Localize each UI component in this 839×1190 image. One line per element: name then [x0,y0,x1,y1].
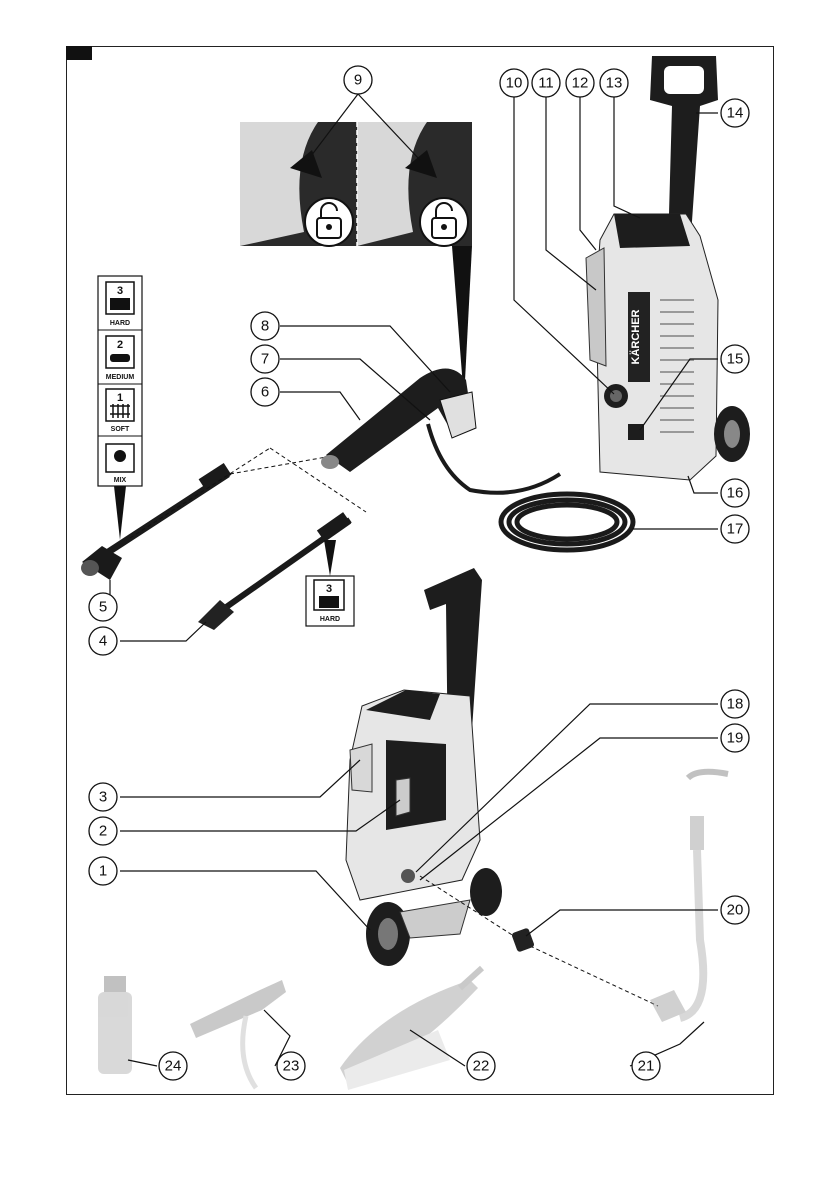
garden-hose-accessory [650,772,728,1022]
badge-soft-number: 1 [117,392,123,404]
callout-8: 8 [251,312,279,340]
svg-text:23: 23 [283,1058,300,1075]
svg-text:18: 18 [727,696,744,713]
callout-4: 4 [89,627,117,655]
callout-9: 9 [344,66,372,94]
hose-reel [501,494,633,550]
svg-text:19: 19 [727,730,744,747]
svg-text:21: 21 [638,1058,655,1075]
callout-19: 19 [721,724,749,752]
lock-detail-inset [240,122,472,246]
svg-text:15: 15 [727,351,744,368]
pressure-washer-rear-view [346,568,502,966]
badge-mix-label: MIX [114,477,127,484]
callout-23: 23 [277,1052,305,1080]
callout-14: 14 [721,99,749,127]
callout-20: 20 [721,896,749,924]
badge-medium-label: MEDIUM [106,374,135,381]
badge-hard2-label: HARD [320,616,340,623]
callout-10: 10 [500,69,528,97]
svg-text:5: 5 [99,599,107,616]
svg-text:9: 9 [354,72,362,89]
trigger-gun [321,368,476,472]
callout-12: 12 [566,69,594,97]
callout-6: 6 [251,378,279,406]
svg-text:14: 14 [727,105,744,122]
svg-text:12: 12 [572,75,589,92]
badge-soft-label: SOFT [111,426,130,433]
callout-16: 16 [721,479,749,507]
nozzle-badge-hard-standalone: 3 HARD [306,540,354,626]
svg-text:20: 20 [727,902,744,919]
svg-text:2: 2 [99,823,107,840]
badge-hard-number: 3 [117,285,123,297]
svg-text:7: 7 [261,351,269,368]
callout-21: 21 [632,1052,660,1080]
callout-5: 5 [89,593,117,621]
svg-text:3: 3 [99,789,107,806]
svg-text:13: 13 [606,75,623,92]
svg-text:10: 10 [506,75,523,92]
brand-logo: KÄRCHER [629,309,642,364]
svg-text:17: 17 [727,521,744,538]
callout-11: 11 [532,69,560,97]
svg-text:8: 8 [261,318,269,335]
detergent-bottle-accessory [98,976,132,1074]
badge-hard2-number: 3 [326,583,332,595]
svg-text:11: 11 [538,75,554,92]
svg-text:4: 4 [99,633,107,650]
badge-medium-number: 2 [117,339,123,351]
callout-17: 17 [721,515,749,543]
callout-24: 24 [159,1052,187,1080]
unlock-icon [305,198,353,246]
callout-22: 22 [467,1052,495,1080]
callout-3: 3 [89,783,117,811]
spray-gun-accessory [190,980,286,1088]
callout-7: 7 [251,345,279,373]
unlock-icon [420,198,468,246]
badge-hard-label: HARD [110,320,130,327]
callout-1: 1 [89,857,117,885]
svg-text:6: 6 [261,384,269,401]
callout-13: 13 [600,69,628,97]
svg-text:1: 1 [99,863,107,880]
svg-text:24: 24 [165,1058,182,1075]
callout-18: 18 [721,690,749,718]
svg-text:22: 22 [473,1058,490,1075]
nozzle-badge-column: 3 HARD 2 MEDIUM 1 SOFT MIX [98,276,142,540]
callout-15: 15 [721,345,749,373]
callout-2: 2 [89,817,117,845]
svg-text:16: 16 [727,485,744,502]
rotary-wash-brush-accessory [340,968,482,1090]
